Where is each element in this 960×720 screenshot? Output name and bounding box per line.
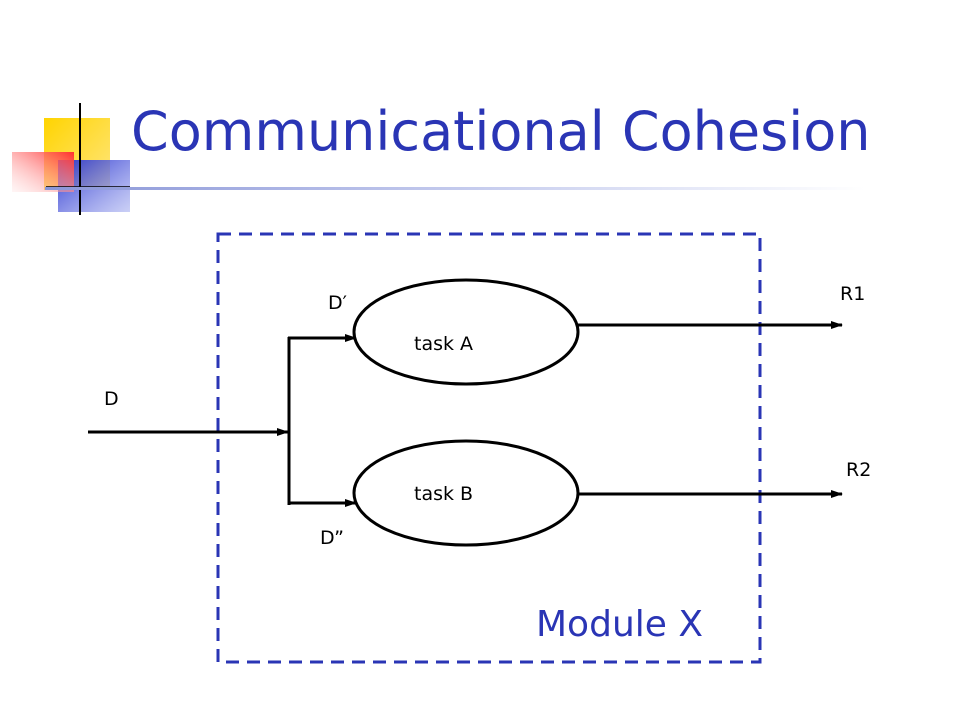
- title-underline: [45, 187, 865, 190]
- task-b-label: task B: [414, 483, 473, 505]
- corner-decoration: [12, 103, 130, 215]
- branch-bottom-label: D”: [320, 527, 344, 549]
- result-1-label: R1: [840, 283, 865, 305]
- task-a-ellipse: [352, 278, 580, 386]
- module-boundary: [216, 232, 762, 664]
- red-square: [12, 152, 74, 192]
- result-2-label: R2: [846, 459, 871, 481]
- task-a-label: task A: [414, 333, 473, 355]
- input-label: D: [104, 388, 119, 410]
- module-label: Module X: [536, 604, 703, 645]
- branch-top-label: D′: [328, 292, 347, 314]
- slide-title: Communicational Cohesion: [131, 100, 871, 163]
